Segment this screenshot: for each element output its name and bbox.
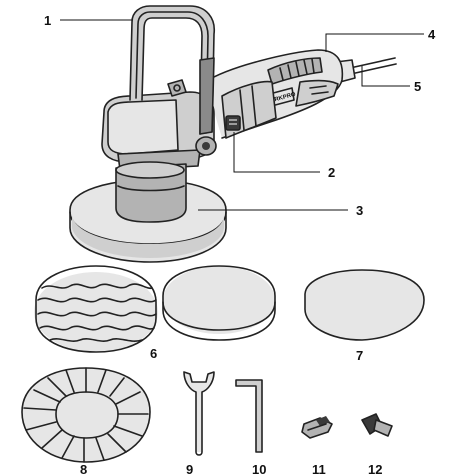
backing-pad: [69, 161, 227, 263]
callout-7: 7: [356, 348, 363, 363]
callout-line-4: [325, 33, 424, 52]
flat-foam-pad: [162, 265, 276, 341]
callout-11: 11: [312, 462, 326, 476]
speed-switch: [225, 115, 241, 131]
callout-12: 12: [368, 462, 382, 476]
brush-cap-screw: [361, 413, 393, 437]
loop-handle: [129, 5, 217, 156]
callout-3: 3: [356, 203, 363, 218]
callout-5: 5: [414, 79, 421, 94]
callout-lines: [60, 19, 424, 211]
open-end-wrench: [183, 371, 215, 456]
power-cord: [335, 57, 397, 83]
callout-9: 9: [186, 462, 193, 476]
callout-2: 2: [328, 165, 335, 180]
callout-line-5: [361, 66, 410, 87]
gear-head: [101, 91, 215, 171]
polishing-bonnet: [21, 367, 151, 463]
callout-8: 8: [80, 462, 87, 476]
callout-labels: 1 2 3 4 5 6 7 8 9 10 11 12: [44, 13, 436, 476]
callout-4: 4: [428, 27, 436, 42]
wool-bonnet-pad: [304, 269, 425, 341]
hex-key: [235, 379, 263, 453]
callout-line-2: [233, 132, 320, 173]
waffle-foam-pad: [34, 265, 158, 353]
carbon-brush: [301, 416, 333, 439]
callout-6: 6: [150, 346, 157, 361]
callout-1: 1: [44, 13, 51, 28]
callout-10: 10: [252, 462, 266, 476]
